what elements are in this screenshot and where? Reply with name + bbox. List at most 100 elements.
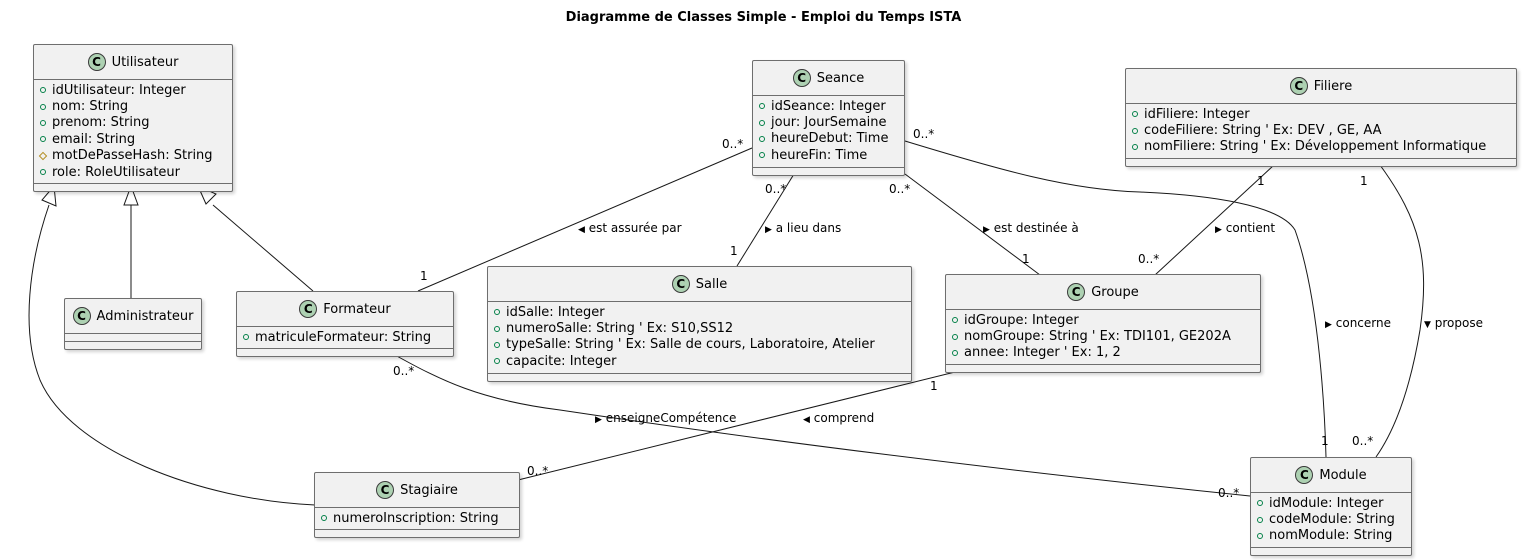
class-icon: C	[671, 275, 690, 293]
link-seance-formateur	[417, 147, 753, 292]
public-visibility-icon	[40, 103, 46, 110]
attribute-text: jour: JourSemaine	[771, 115, 887, 131]
public-visibility-icon	[759, 152, 765, 159]
attribute-list: matriculeFormateur: String	[237, 327, 453, 350]
class-name: Filiere	[1313, 78, 1353, 94]
attribute-text: idSalle: Integer	[506, 304, 605, 320]
attribute-row: idModule: Integer	[1257, 495, 1405, 511]
method-compartment	[65, 342, 201, 349]
method-compartment	[753, 168, 904, 175]
link-filiere-module	[1375, 164, 1425, 458]
public-visibility-icon	[1257, 500, 1263, 507]
class-name: Salle	[695, 276, 728, 292]
mult-seance-lieu: 0..*	[765, 182, 787, 196]
attribute-row: codeModule: String	[1257, 511, 1405, 527]
mult-filiere-propose: 1	[1360, 174, 1368, 188]
attribute-list	[65, 334, 201, 342]
attribute-row: nomFiliere: String ' Ex: Développement I…	[1132, 139, 1510, 155]
mult-formateur-assuree: 1	[420, 269, 428, 283]
attribute-row: idUtilisateur: Integer	[40, 82, 226, 98]
class-icon: C	[299, 300, 318, 318]
public-visibility-icon	[759, 119, 765, 126]
mult-seance-destinee: 0..*	[889, 182, 911, 196]
method-compartment	[1126, 159, 1516, 166]
attribute-text: nomModule: String	[1269, 528, 1393, 544]
method-compartment	[237, 349, 453, 356]
attribute-text: codeModule: String	[1269, 512, 1395, 528]
attribute-row: numeroInscription: String	[321, 510, 513, 526]
link-groupe-stagiaire	[517, 371, 956, 481]
attribute-row: annee: Integer ' Ex: 1, 2	[952, 345, 1254, 361]
mult-groupe-contient: 0..*	[1138, 252, 1160, 266]
public-visibility-icon	[243, 334, 249, 341]
method-compartment	[1251, 548, 1411, 555]
method-compartment	[488, 374, 911, 381]
public-visibility-icon	[952, 349, 958, 356]
mult-groupe-comprend: 1	[930, 379, 938, 393]
assoc-label-contient: ▶ contient	[1215, 221, 1276, 235]
attribute-row: typeSalle: String ' Ex: Salle de cours, …	[494, 337, 905, 353]
attribute-text: idSeance: Integer	[771, 98, 886, 114]
public-visibility-icon	[40, 136, 46, 143]
assoc-label-concerne: ▶ concerne	[1325, 316, 1391, 330]
class-formateur[interactable]: C Formateur matriculeFormateur: String	[236, 291, 454, 358]
class-name: Formateur	[323, 301, 391, 317]
class-icon: C	[376, 481, 395, 499]
attribute-list: numeroInscription: String	[315, 508, 519, 531]
attribute-row: prenom: String	[40, 115, 226, 131]
attribute-text: annee: Integer ' Ex: 1, 2	[964, 345, 1121, 361]
assoc-label-destinee: ▶ est destinée à	[983, 221, 1079, 235]
public-visibility-icon	[40, 119, 46, 126]
method-compartment	[34, 184, 232, 191]
public-visibility-icon	[494, 325, 500, 332]
attribute-row: role: RoleUtilisateur	[40, 164, 226, 180]
attribute-row: heureDebut: Time	[759, 131, 898, 147]
attribute-text: email: String	[52, 131, 136, 147]
link-filiere-groupe	[1154, 164, 1275, 276]
attribute-text: heureFin: Time	[771, 147, 868, 163]
attribute-row: nomModule: String	[1257, 528, 1405, 544]
class-icon: C	[1289, 77, 1308, 95]
attribute-text: nomGroupe: String ' Ex: TDI101, GE202A	[964, 329, 1231, 345]
mult-module-concerne: 1	[1321, 434, 1329, 448]
inheritance-formateur	[212, 204, 314, 292]
mult-stagiaire-comprend: 0..*	[527, 464, 549, 478]
class-icon: C	[792, 69, 811, 87]
attribute-text: motDePasseHash: String	[52, 148, 213, 164]
attribute-text: idFiliere: Integer	[1144, 106, 1250, 122]
assoc-label-lieu: ▶ a lieu dans	[765, 221, 842, 235]
attribute-row: heureFin: Time	[759, 147, 898, 163]
attribute-row: numeroSalle: String ' Ex: S10,SS12	[494, 320, 905, 336]
attribute-text: idModule: Integer	[1269, 495, 1384, 511]
attribute-row: idFiliere: Integer	[1132, 106, 1510, 122]
class-name: Seance	[816, 70, 865, 86]
assoc-label-enseigne: ▶ enseigneCompétence	[595, 411, 737, 425]
attribute-text: prenom: String	[52, 115, 150, 131]
public-visibility-icon	[759, 135, 765, 142]
attribute-text: nomFiliere: String ' Ex: Développement I…	[1144, 139, 1487, 155]
attribute-row: nom: String	[40, 98, 226, 114]
class-stagiaire[interactable]: C Stagiaire numeroInscription: String	[314, 472, 520, 539]
public-visibility-icon	[1132, 143, 1138, 150]
attribute-text: idGroupe: Integer	[964, 312, 1079, 328]
public-visibility-icon	[759, 103, 765, 110]
class-name: Stagiaire	[400, 482, 458, 498]
class-icon: C	[1067, 283, 1086, 301]
attribute-text: role: RoleUtilisateur	[52, 164, 181, 180]
attribute-text: idUtilisateur: Integer	[52, 82, 186, 98]
mult-filiere-contient: 1	[1257, 174, 1265, 188]
mult-module-enseigne: 0..*	[1218, 486, 1240, 500]
public-visibility-icon	[494, 341, 500, 348]
mult-salle-lieu: 1	[730, 244, 738, 258]
